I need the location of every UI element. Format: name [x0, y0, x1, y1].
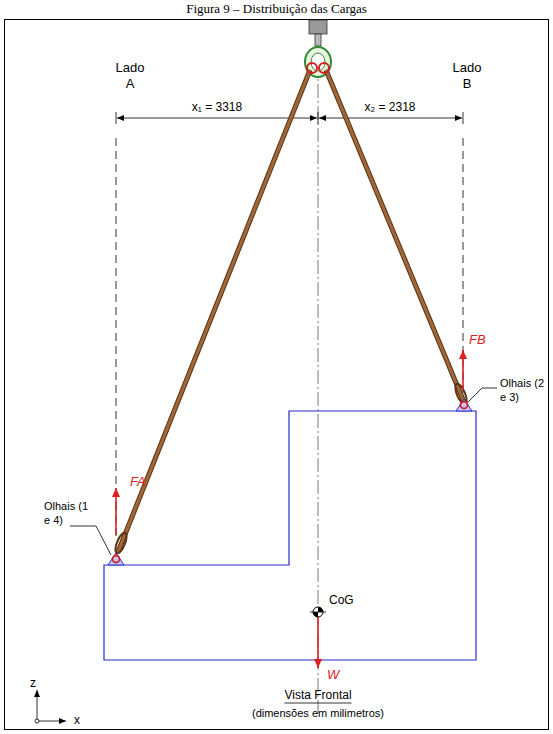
dimension-label: x₂ = 2318	[362, 100, 417, 115]
dimension-line	[217, 118, 317, 119]
weight-arrow	[317, 616, 319, 668]
callout-label: Olhais (2 e 3)	[500, 377, 548, 405]
view-note: (dimensões em milimetros)	[252, 707, 384, 721]
lifting-lug	[108, 553, 124, 565]
figure-title: Figura 9 – Distribuição das Cargas	[0, 1, 553, 17]
dimension-line	[319, 118, 390, 119]
dimension-line	[390, 118, 462, 119]
force-arrow	[462, 350, 464, 390]
axis	[37, 690, 38, 721]
side-line	[116, 138, 117, 540]
frame	[5, 20, 549, 730]
force-arrow	[115, 488, 117, 535]
equipment-outline	[104, 411, 476, 660]
shackle	[305, 47, 331, 77]
side-label: Lado B	[450, 60, 484, 93]
leader-line	[70, 526, 111, 555]
force-label: FB	[469, 332, 486, 348]
axis-label: z	[30, 676, 36, 691]
leader-line	[468, 388, 497, 402]
callout-label: Olhais (1 e 4)	[44, 500, 92, 528]
cog-label: CoG	[329, 593, 354, 608]
crane-hook	[309, 20, 327, 34]
force-label: W	[327, 667, 339, 683]
axis	[37, 721, 66, 722]
view-title: Vista Frontal	[284, 688, 351, 703]
sling	[118, 70, 310, 552]
sling	[326, 70, 464, 402]
dimension-line	[117, 118, 217, 119]
dimension-label: x₁ = 3318	[190, 100, 244, 115]
side-label: Lado A	[113, 60, 147, 93]
force-label: FA	[130, 474, 146, 490]
side-line	[463, 138, 464, 398]
axis-label: x	[74, 713, 80, 728]
